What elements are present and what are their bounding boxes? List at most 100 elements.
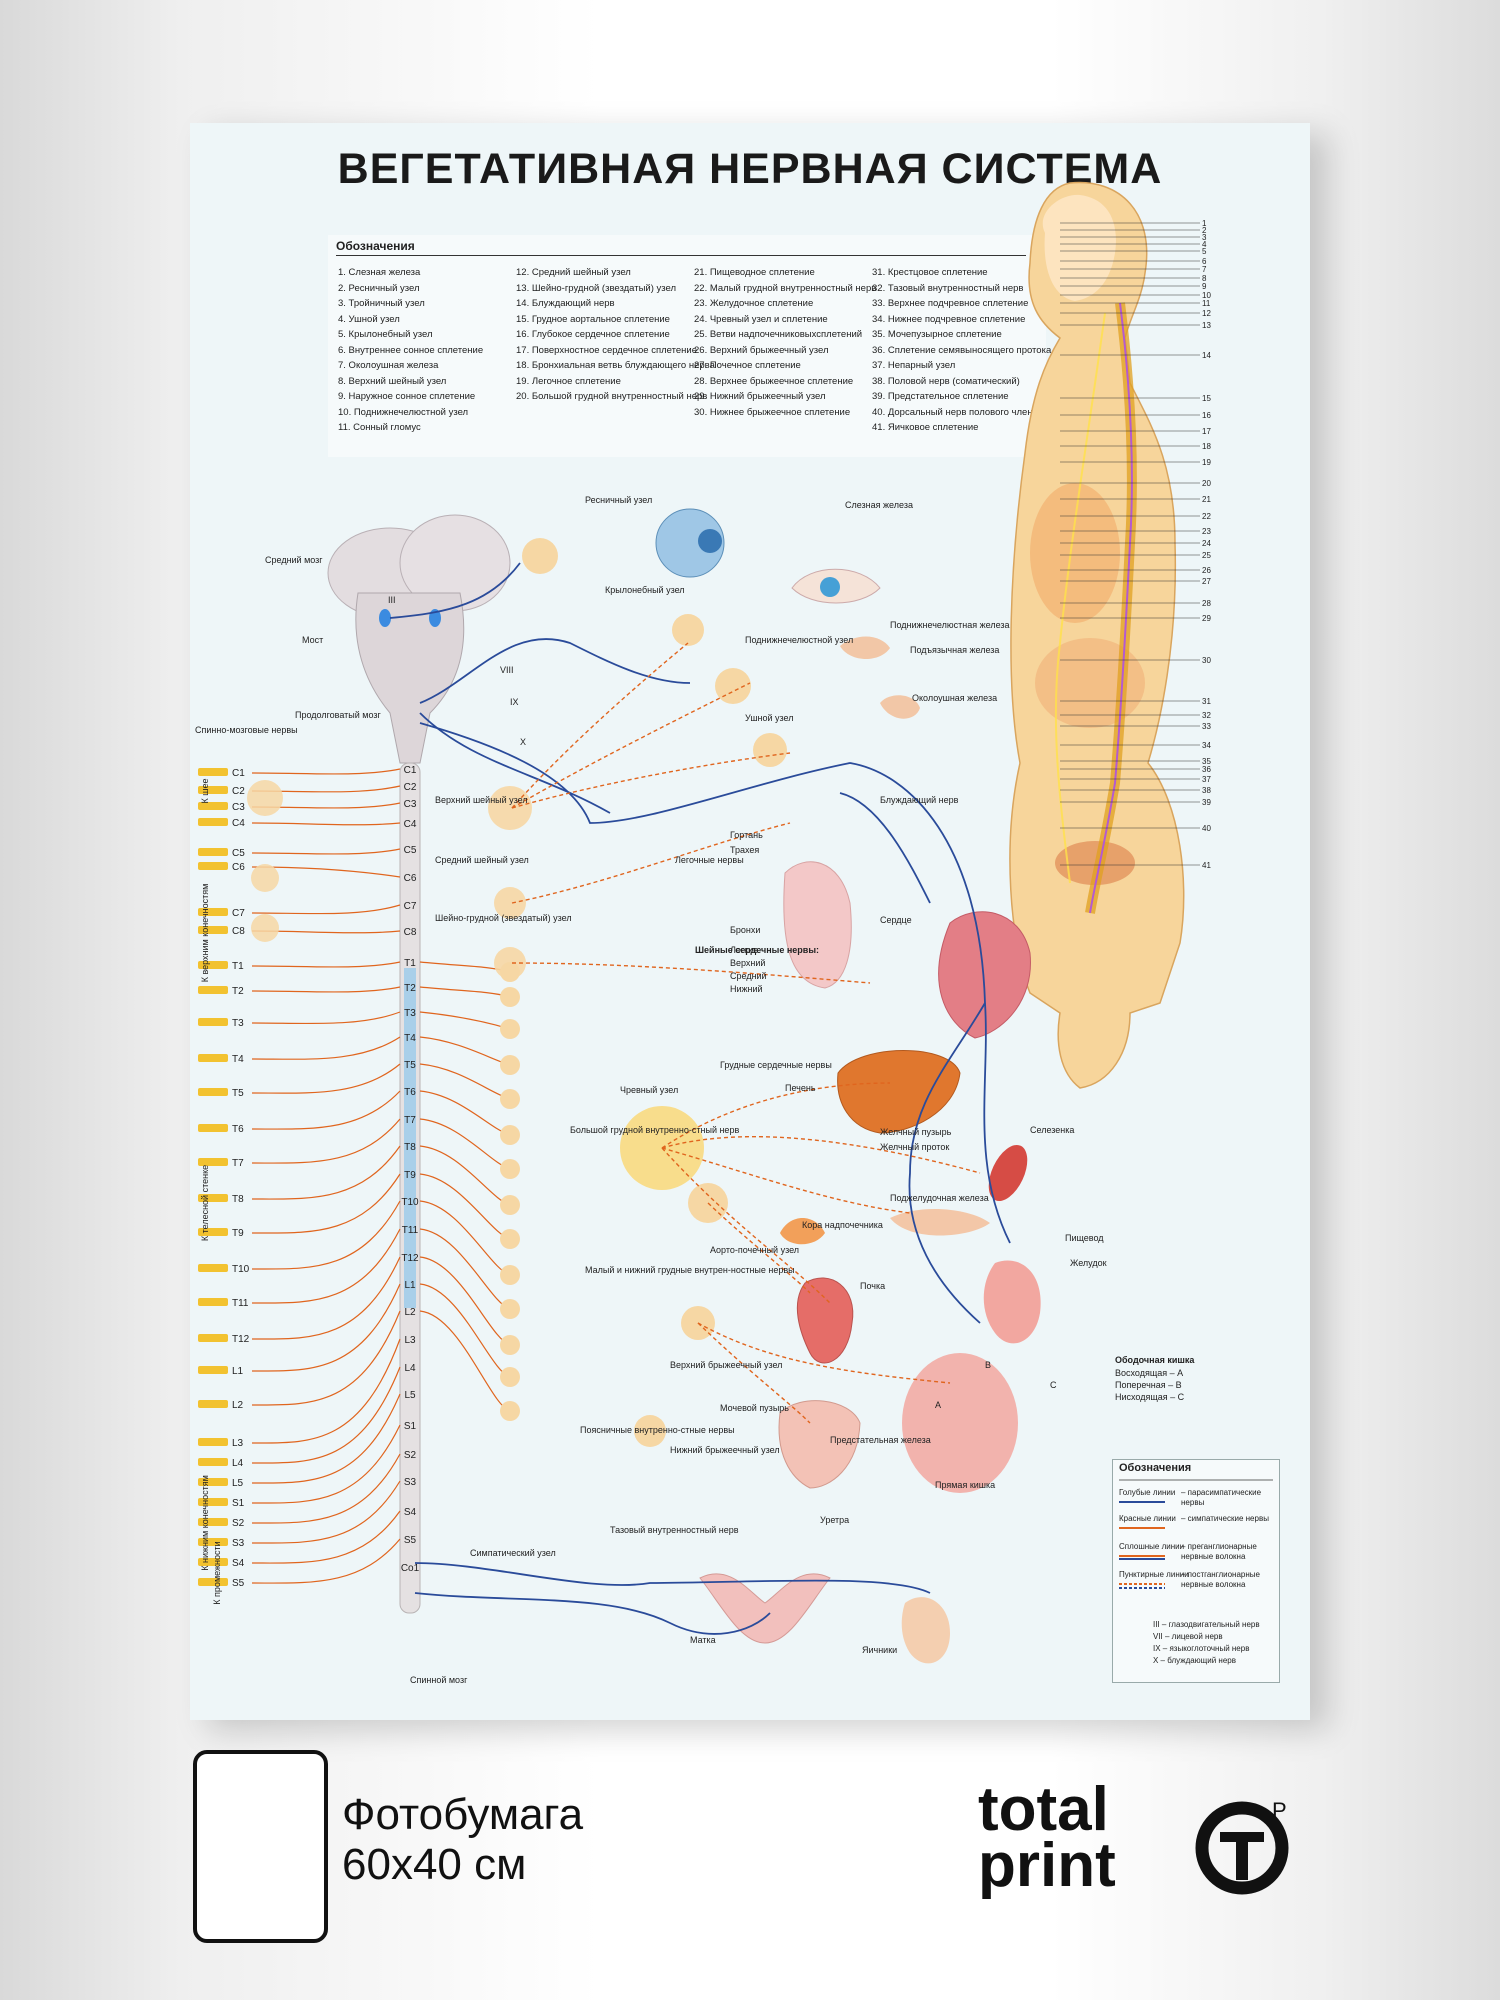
figure-callout-number: 37 (1202, 775, 1211, 784)
spinal-nerve-label: C7 (232, 908, 245, 919)
ramus-line (419, 1090, 511, 1136)
key-cranial-x: X – блуждающий нерв (1153, 1656, 1236, 1665)
cord-segment-label: L5 (404, 1390, 416, 1401)
spinal-nerve-root (198, 1194, 228, 1202)
spinal-nerve-root (198, 1334, 228, 1342)
label-kidney: Почка (860, 1281, 885, 1291)
label-submand-node: Поднижнечелюстной узел (745, 635, 853, 645)
spinal-nerve-line (251, 1228, 401, 1304)
spinal-nerve-line (251, 1310, 401, 1406)
label-uterus: Матка (690, 1635, 716, 1645)
figure-callout-number: 1 (1202, 219, 1207, 228)
spinal-nerve-label: S5 (232, 1578, 245, 1589)
cord-segment-label: S4 (404, 1507, 417, 1518)
label-medulla: Продолговатый мозг (295, 710, 382, 720)
cord-segment-label: S5 (404, 1535, 417, 1546)
label-liver: Печень (785, 1083, 816, 1093)
spinal-nerve-label: T11 (232, 1298, 249, 1309)
poster-title: ВЕГЕТАТИВНАЯ НЕРВНАЯ СИСТЕМА (337, 145, 1163, 193)
label-colon-title: Ободочная кишка (1115, 1355, 1195, 1365)
cord-segment-label: C6 (404, 873, 417, 884)
legend-item: 38. Половой нерв (соматический) (872, 375, 1020, 387)
spinal-nerve-label: S4 (232, 1558, 245, 1569)
figure-callout-number: 6 (1202, 257, 1207, 266)
figure-callout-number: 30 (1202, 656, 1211, 665)
key-row-red-desc: – симпатические нервы (1181, 1514, 1269, 1523)
legend-item: 4. Ушной узел (338, 313, 400, 325)
label-greater-splanchnic: Большой грудной внутренно-стный нерв (570, 1125, 739, 1135)
figure-callout-number: 28 (1202, 599, 1211, 608)
spinal-nerve-root (198, 1018, 228, 1026)
spinal-nerve-line (251, 768, 401, 775)
chain-ganglion (500, 1229, 520, 1249)
legend-item: 39. Предстательное сплетение (872, 391, 1009, 402)
spinal-nerve-root (198, 1158, 228, 1166)
ramus-line (419, 1118, 511, 1170)
chain-ganglion (500, 987, 520, 1007)
label-colon-c: Нисходящая – С (1115, 1392, 1185, 1402)
legend-item: 41. Яичковое сплетение (872, 422, 979, 433)
label-bronchi: Бронхи (730, 925, 760, 935)
figure-callout-number: 7 (1202, 265, 1207, 274)
ramus-line (419, 1228, 511, 1310)
label-pancreas: Поджелудочная железа (890, 1193, 989, 1203)
legend-item: 20. Большой грудной внутренностный нерв (516, 391, 708, 402)
cord-segment-label: C5 (404, 845, 417, 856)
legend-item: 25. Ветви надпочечниковыхсплетений (694, 329, 863, 340)
legend-item: 35. Мочепузырное сплетение (872, 329, 1002, 340)
figure-callout-number: 25 (1202, 551, 1211, 560)
spinal-nerve-root (198, 1264, 228, 1272)
key-row-solid-label: Сплошные линии (1119, 1542, 1185, 1551)
spinal-nerve-line (251, 1366, 401, 1464)
figure-callout-number: 3 (1202, 233, 1207, 242)
ramus-line (419, 986, 511, 998)
figure-callout-number: 26 (1202, 566, 1211, 575)
figure-callout-number: 19 (1202, 458, 1211, 467)
label-urethra: Уретра (820, 1515, 849, 1525)
legend-item: 16. Глубокое сердечное сплетение (516, 329, 670, 340)
spinal-nerve-root (198, 768, 228, 776)
spinal-nerve-line (251, 1118, 401, 1164)
label-gallbladder: Желчный пузырь (880, 1127, 952, 1137)
spinal-nerve-label: S2 (232, 1518, 245, 1529)
label-sympathetic-node: Симпатический узел (470, 1548, 556, 1558)
spinal-nerve-line (251, 986, 401, 993)
key-row-blue-desc: – парасимпатические нервы (1181, 1488, 1262, 1507)
spinal-nerve-root (198, 926, 228, 934)
legend-item: 36. Сплетение семявыносящего протока (872, 344, 1052, 356)
spinal-nerve-root (198, 1578, 228, 1586)
label-ovaries: Яичники (862, 1645, 897, 1655)
key-cranial-iii: III – глазодвигательный нерв (1153, 1620, 1260, 1629)
spinal-nerve-label: C4 (232, 818, 245, 829)
label-spinal-nerves: Спинно-мозговые нервы (195, 725, 298, 735)
paper-format-icon (193, 1750, 328, 1943)
label-larynx: Гортань (730, 830, 763, 840)
ramus-line (419, 1310, 511, 1412)
label-aortorenal: Аорто-почечный узел (710, 1245, 799, 1255)
spinal-nerve-root (198, 1400, 228, 1408)
organs (655, 508, 1041, 1664)
label-cardiac-3: Нижний (730, 984, 763, 994)
chain-ganglion (500, 1089, 520, 1109)
figure-callout-number: 10 (1202, 291, 1211, 300)
spinal-nerve-label: C3 (232, 802, 245, 813)
spinal-nerve-root (198, 1228, 228, 1236)
cord-segments: C1C2C3C4C5C6C7C8T1T2T3T4T5T6T7T8T9T10T11… (401, 765, 420, 1574)
label-submand-gland: Поднижнечелюстная железа (890, 620, 1010, 630)
spinal-nerve-label: T1 (232, 961, 244, 972)
label-ciliary: Ресничный узел (585, 495, 652, 505)
brain-and-cord: C1C2C3C4C5C6C7C8T1T2T3T4T5T6T7T8T9T10T11… (327, 514, 511, 1614)
spinal-nerve-label: C1 (232, 768, 245, 779)
chain-ganglion (500, 1195, 520, 1215)
legend-item: 29. Нижний брыжеечный узел (694, 391, 826, 402)
spinal-nerve-root (198, 1366, 228, 1374)
legend-item: 26. Верхний брыжеечный узел (694, 344, 829, 356)
label-pons: Мост (302, 635, 323, 645)
spinal-nerve-line (251, 1145, 401, 1200)
label-thoracic-cardiac: Грудные сердечные нервы (720, 1060, 832, 1070)
figure-callout-number: 27 (1202, 577, 1211, 586)
spinal-nerve-label: C5 (232, 848, 245, 859)
label-parotid: Околоушная железа (912, 693, 997, 703)
spinal-nerve-line (251, 1011, 401, 1025)
chain-ganglion (500, 1019, 520, 1039)
